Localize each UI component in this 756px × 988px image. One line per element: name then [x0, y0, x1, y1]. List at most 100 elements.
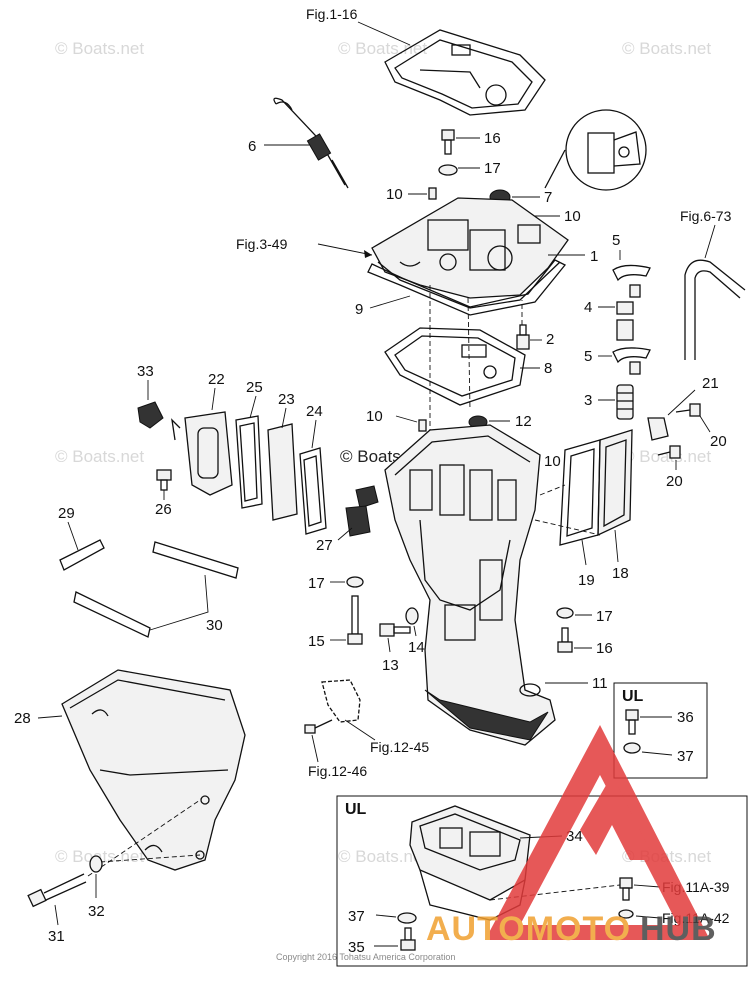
- washer-14: [405, 607, 419, 625]
- washer-32: [89, 855, 103, 873]
- callout-19[interactable]: 19: [578, 572, 595, 589]
- callout-20-lower[interactable]: 20: [666, 473, 683, 490]
- callout-34[interactable]: 34: [566, 828, 583, 845]
- leader-line: [311, 419, 317, 449]
- strip-29: [59, 539, 105, 571]
- callout-5-bottom[interactable]: 5: [584, 348, 592, 365]
- driveshaft-housing-11: [384, 424, 556, 746]
- callout-21[interactable]: 21: [702, 375, 719, 392]
- leader-line: [635, 915, 661, 919]
- bracket-21: [647, 417, 669, 441]
- gasket-19: [559, 439, 601, 546]
- leader-line: [37, 715, 63, 719]
- fig-ref-3-49[interactable]: Fig.3-49: [236, 236, 288, 252]
- callout-14[interactable]: 14: [408, 639, 425, 656]
- fig-ref-1-16[interactable]: Fig.1-16: [306, 6, 358, 22]
- callout-13[interactable]: 13: [382, 657, 399, 674]
- watermarks: © Boats.net © Boats.net © Boats.net © Bo…: [55, 39, 711, 866]
- callout-4[interactable]: 4: [584, 299, 592, 316]
- bolt-31: [27, 873, 87, 908]
- callout-28[interactable]: 28: [14, 710, 31, 727]
- callout-1[interactable]: 1: [590, 248, 598, 265]
- gasket-9: [367, 259, 567, 316]
- leader-line: [369, 295, 411, 309]
- fig-ref-12-46[interactable]: Fig.12-46: [308, 763, 367, 779]
- callout-30[interactable]: 30: [206, 617, 223, 634]
- callout-8[interactable]: 8: [544, 360, 552, 377]
- leader-line: [211, 387, 216, 411]
- washer-17-left: [346, 576, 364, 588]
- callout-29[interactable]: 29: [58, 505, 75, 522]
- callout-18[interactable]: 18: [612, 565, 629, 582]
- gasket-24: [299, 447, 327, 535]
- fig-ref-6-73[interactable]: Fig.6-73: [680, 208, 732, 224]
- callout-10-mid-left[interactable]: 10: [366, 408, 383, 425]
- callout-3[interactable]: 3: [584, 392, 592, 409]
- cover-22: [171, 411, 233, 496]
- ul-box-large-label: UL: [345, 801, 367, 818]
- fig-ref-12-45[interactable]: Fig.12-45: [370, 739, 429, 755]
- callout-17-right[interactable]: 17: [596, 608, 613, 625]
- callout-26[interactable]: 26: [155, 501, 172, 518]
- callout-37-small[interactable]: 37: [677, 748, 694, 765]
- plate-23: [267, 423, 298, 521]
- callout-35[interactable]: 35: [348, 939, 365, 956]
- callout-15[interactable]: 15: [308, 633, 325, 650]
- bolt-13: [379, 623, 411, 637]
- callout-6[interactable]: 6: [248, 138, 256, 155]
- clip-5-tab: [629, 284, 641, 298]
- washer-fig-11a-42: [618, 909, 634, 919]
- dashed-guide: [467, 297, 471, 411]
- callout-16-top[interactable]: 16: [484, 130, 501, 147]
- strip-30-lower: [73, 591, 151, 638]
- callout-33[interactable]: 33: [137, 363, 154, 380]
- callout-36[interactable]: 36: [677, 709, 694, 726]
- callout-17-left[interactable]: 17: [308, 575, 325, 592]
- watermark-text: © Boats.net: [55, 39, 144, 58]
- clip-5-top: [612, 264, 651, 282]
- leader-line: [357, 21, 411, 46]
- bolt-2: [516, 324, 530, 350]
- washer-37-large: [397, 912, 417, 924]
- callout-10-top-right[interactable]: 10: [564, 208, 581, 225]
- washer-17-top: [438, 164, 458, 176]
- screw-20-upper: [675, 403, 701, 417]
- arrow-head: [364, 250, 372, 258]
- callout-12[interactable]: 12: [515, 413, 532, 430]
- watermark-text: © Boats.net: [622, 39, 711, 58]
- watermark-text: © Boats.net: [55, 847, 144, 866]
- callout-17-top[interactable]: 17: [484, 160, 501, 177]
- callout-5-top[interactable]: 5: [612, 232, 620, 249]
- callout-23[interactable]: 23: [278, 391, 295, 408]
- callout-32[interactable]: 32: [88, 903, 105, 920]
- leader-line: [54, 904, 59, 926]
- callout-22[interactable]: 22: [208, 371, 225, 388]
- callout-2[interactable]: 2: [546, 331, 554, 348]
- leader-line: [249, 395, 257, 419]
- callout-10-top-left[interactable]: 10: [386, 186, 403, 203]
- leader-line: [337, 527, 353, 541]
- leader-line: [699, 415, 711, 433]
- detail-inset: [544, 109, 647, 191]
- callout-16-right[interactable]: 16: [596, 640, 613, 657]
- callout-10-mid-right[interactable]: 10: [544, 453, 561, 470]
- leader-line: [149, 574, 209, 631]
- callout-25[interactable]: 25: [246, 379, 263, 396]
- side-cover-18: [597, 429, 633, 537]
- callout-9[interactable]: 9: [355, 301, 363, 318]
- callout-27[interactable]: 27: [316, 537, 333, 554]
- dashed-guide: [539, 484, 566, 496]
- callout-31[interactable]: 31: [48, 928, 65, 945]
- callout-7[interactable]: 7: [544, 189, 552, 206]
- callout-37-large[interactable]: 37: [348, 908, 365, 925]
- clip-5-bottom: [612, 347, 651, 364]
- gasket-24-inner: [303, 455, 322, 527]
- dashed-guide: [87, 799, 201, 877]
- screw-fig-12-46: [304, 719, 333, 734]
- callout-20-upper[interactable]: 20: [710, 433, 727, 450]
- leader-line: [641, 751, 673, 756]
- callout-11[interactable]: 11: [592, 675, 608, 692]
- callout-24[interactable]: 24: [306, 403, 323, 420]
- hose-fig-6-73: [684, 259, 746, 360]
